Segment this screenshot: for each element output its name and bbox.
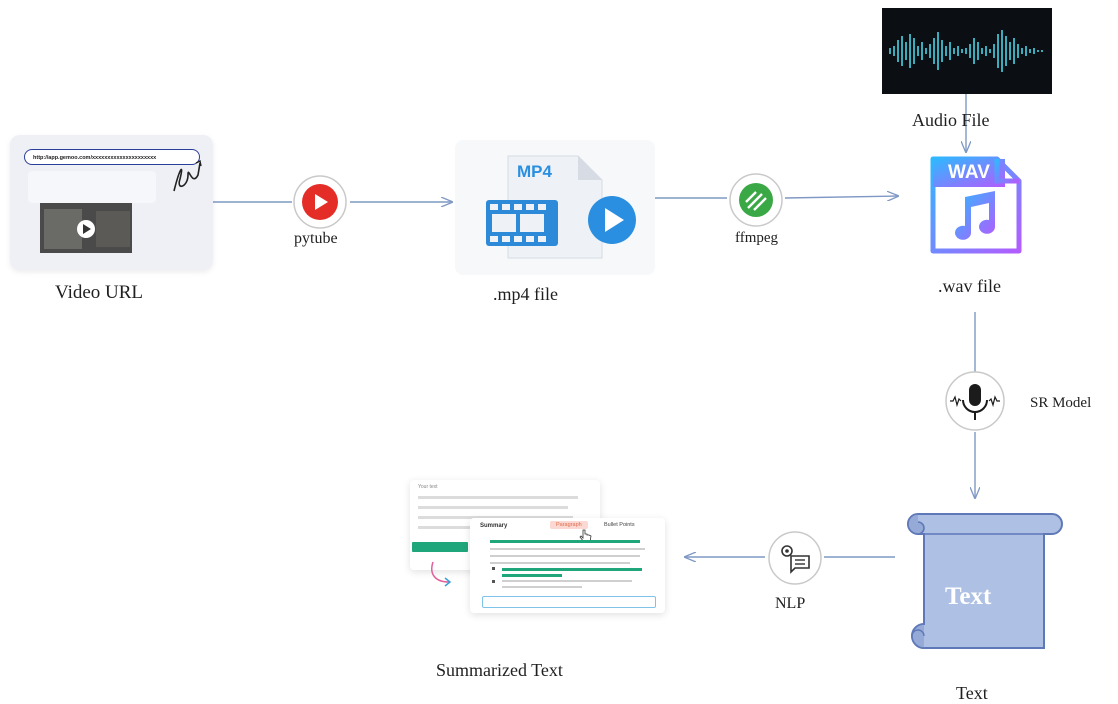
ffmpeg-icon (729, 173, 783, 227)
video-url-card: http://app.gemoo.com/xxxxxxxxxxxxxxxxxxx… (10, 135, 213, 270)
arrow-ffmpeg-to-wav (784, 196, 898, 198)
text-line (418, 496, 578, 499)
copy-button (482, 596, 656, 608)
summary-line (490, 555, 640, 557)
summary-card: Summary Paragraph Bullet Points (470, 518, 665, 613)
summarized-text-label: Summarized Text (436, 660, 563, 680)
source-text-title: Your text (418, 484, 438, 490)
curved-arrow-icon (431, 561, 452, 587)
text-scroll-inner: Text (945, 583, 992, 610)
youtube-icon (293, 175, 347, 229)
hand-cursor-icon (579, 529, 592, 543)
squiggle-cursor-icon (173, 159, 202, 192)
nlp-label: NLP (775, 595, 806, 612)
pytube-label: pytube (294, 230, 338, 247)
url-panel (28, 171, 156, 203)
summary-line (502, 580, 632, 582)
summary-bullet (492, 580, 495, 583)
sr-model-label: SR Model (1030, 395, 1092, 411)
summary-green-line (490, 540, 640, 543)
mp4-file-icon (486, 155, 636, 259)
summary-green-line (502, 568, 642, 571)
text-scroll-label: Text (956, 683, 988, 703)
mp4-badge: MP4 (517, 162, 552, 181)
wav-file-icon (930, 156, 1022, 254)
summary-bullet (492, 567, 495, 570)
bullet-points-tab: Bullet Points (604, 522, 635, 528)
summary-card-title: Summary (480, 523, 508, 529)
video-thumbnail-art (40, 203, 132, 253)
summary-line (490, 562, 630, 564)
mp4-file-label: .mp4 file (493, 284, 558, 304)
nlp-chat-icon (768, 531, 822, 585)
audio-file-label: Audio File (912, 110, 990, 130)
paragraph-tab: Paragraph (550, 521, 588, 529)
video-thumbnail (40, 203, 132, 253)
summary-illustration: Your text Summary Paragraph Bullet Point… (405, 480, 675, 615)
audio-waveform-image (882, 8, 1052, 94)
summary-line (490, 548, 645, 550)
video-url-label: Video URL (55, 282, 144, 303)
ffmpeg-label: ffmpeg (735, 230, 779, 246)
microphone-icon (945, 371, 1005, 431)
url-bar: http://app.gemoo.com/xxxxxxxxxxxxxxxxxxx… (24, 149, 200, 165)
text-line (418, 506, 568, 509)
wav-file-label: .wav file (938, 276, 1001, 296)
wav-badge: WAV (948, 162, 990, 183)
summarize-button (412, 542, 468, 552)
text-scroll-icon (907, 513, 1063, 649)
summary-green-line (502, 574, 562, 577)
text-line (418, 516, 573, 519)
summary-line (502, 586, 582, 588)
